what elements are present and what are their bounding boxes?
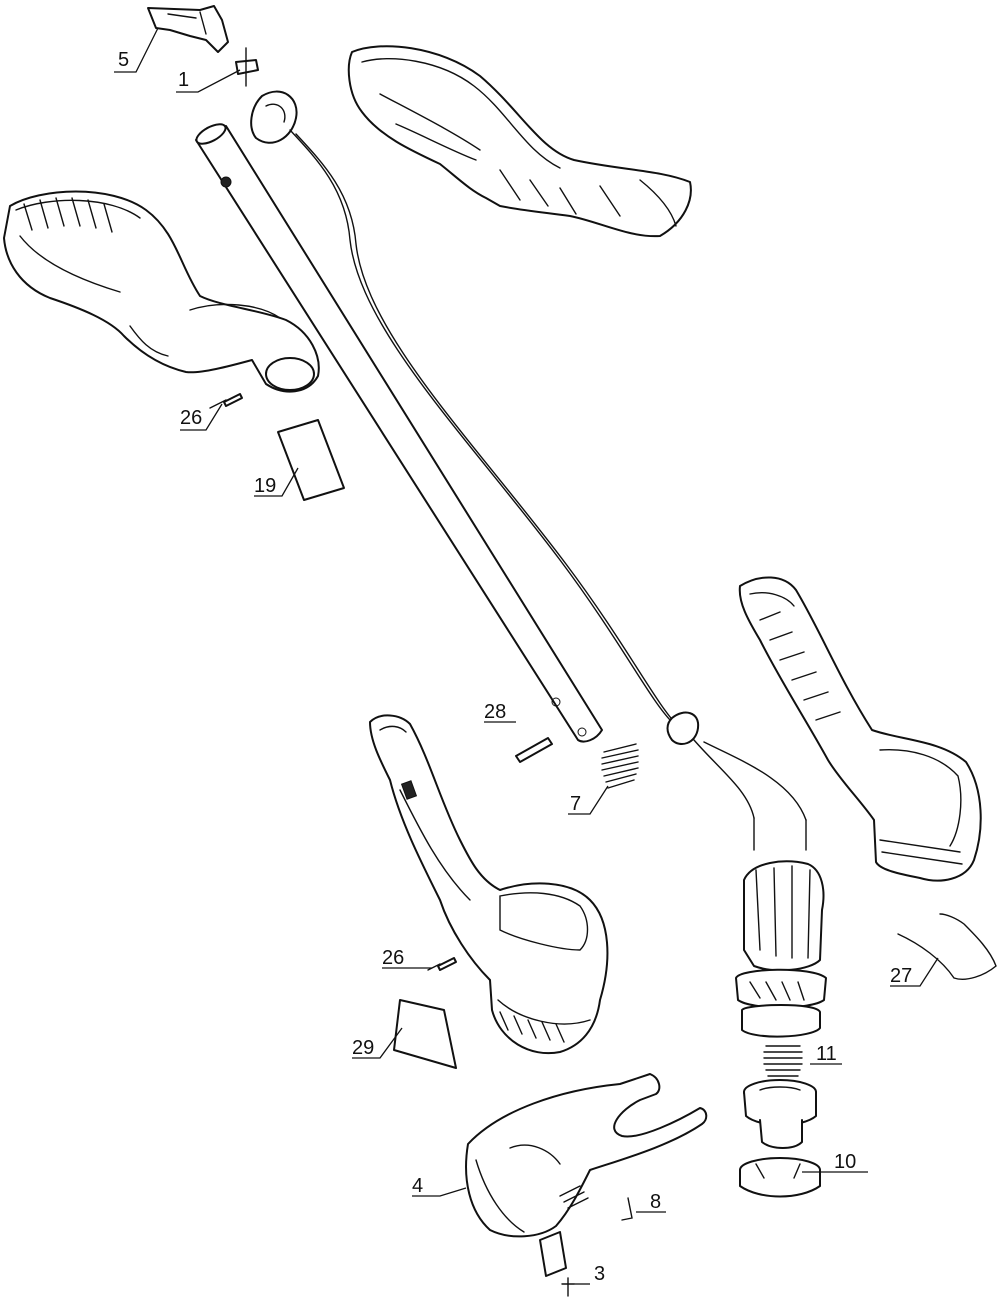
part-19-label bbox=[277, 419, 345, 501]
power-wire bbox=[289, 129, 807, 851]
upper-handle-right-half bbox=[347, 45, 692, 238]
callout-19: 19 bbox=[254, 475, 276, 497]
part-10-spool-cap bbox=[739, 1157, 821, 1198]
callout-5: 5 bbox=[118, 49, 129, 71]
motor-housing-left-half bbox=[369, 714, 609, 1055]
callout-26-lower: 26 bbox=[382, 947, 404, 969]
part-27-wire-clip bbox=[897, 913, 997, 980]
callout-29: 29 bbox=[352, 1037, 374, 1059]
part-26-screw-lower bbox=[427, 957, 457, 971]
callout-28: 28 bbox=[484, 701, 506, 723]
callout-7: 7 bbox=[570, 793, 581, 815]
callout-8: 8 bbox=[650, 1191, 661, 1213]
motor-housing-right-half bbox=[738, 576, 982, 882]
callout-11: 11 bbox=[816, 1043, 837, 1065]
part-5-switch-actuator bbox=[147, 5, 229, 53]
callout-leaders bbox=[114, 27, 939, 1285]
part-11-spring bbox=[763, 1045, 803, 1077]
part-8-clip bbox=[621, 1197, 633, 1221]
line-spool bbox=[743, 1079, 817, 1149]
callout-10: 10 bbox=[834, 1151, 856, 1173]
part-28-pin bbox=[515, 737, 553, 763]
part-4-guard bbox=[465, 1073, 708, 1238]
upper-handle-left-half bbox=[3, 190, 320, 393]
main-shaft-tube bbox=[195, 123, 603, 743]
part-29-label bbox=[393, 999, 457, 1069]
callout-1: 1 bbox=[178, 69, 189, 91]
callout-3: 3 bbox=[594, 1263, 605, 1285]
part-7-spring bbox=[601, 743, 639, 789]
motor-assembly bbox=[735, 860, 827, 1038]
callout-27: 27 bbox=[890, 965, 912, 987]
part-3-bracket bbox=[539, 1231, 575, 1297]
part-1-connector bbox=[235, 47, 259, 87]
callout-26-upper: 26 bbox=[180, 407, 202, 429]
callout-4: 4 bbox=[412, 1175, 423, 1197]
wire-clip-top bbox=[250, 90, 298, 144]
part-26-screw-upper bbox=[209, 393, 243, 409]
